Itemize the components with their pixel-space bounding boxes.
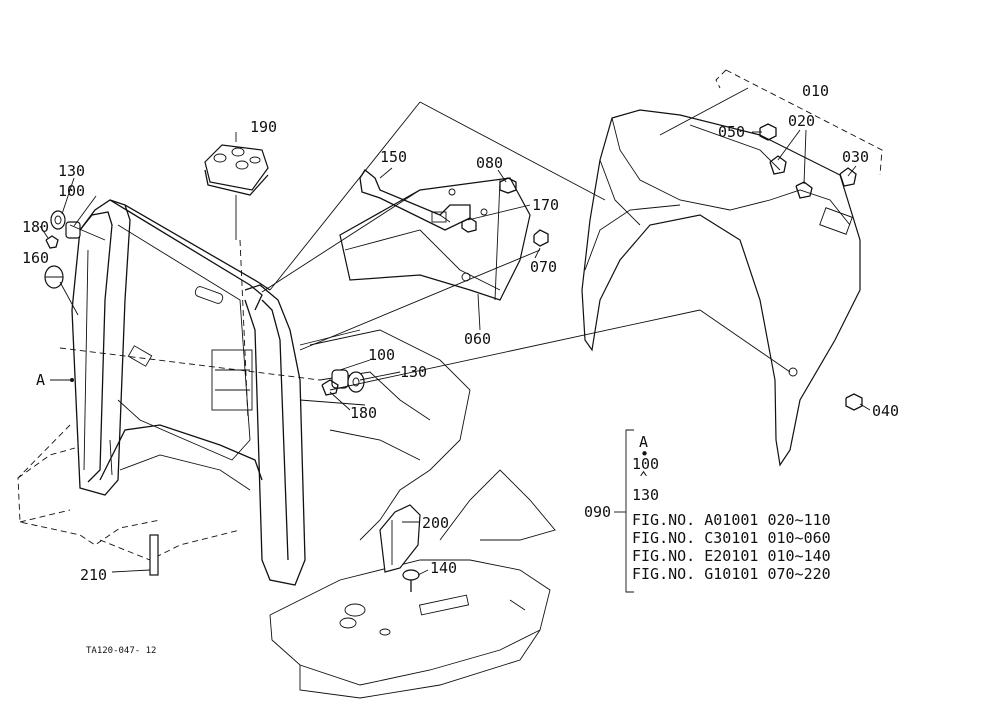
legend-a: A: [639, 433, 648, 451]
callout-210: 210: [80, 566, 107, 584]
legend-row-3: FIG.NO. E20101 010~140: [632, 547, 831, 565]
callout-190: 190: [250, 118, 277, 136]
part-140-bolt: [402, 569, 420, 592]
part-070-bolt: [533, 229, 549, 247]
legend-row-4: FIG.NO. G10101 070~220: [632, 565, 831, 583]
part-130-washer-left: [50, 210, 66, 230]
drawing-id: TA120-047- 12: [86, 646, 156, 656]
legend-row-1: FIG.NO. A01001 020~110: [632, 511, 831, 529]
callout-080: 080: [476, 154, 503, 172]
callout-140: 140: [430, 559, 457, 577]
legend-group-090: 090: [584, 503, 611, 521]
part-190-grommet-block: [204, 144, 269, 240]
part-050-bolt: [759, 123, 777, 141]
callout-100-left: 100: [58, 182, 85, 200]
part-100-bushing-right: [331, 369, 349, 389]
callout-labels: 010 020 030 040 050 060 070 080 100 100 …: [22, 82, 899, 584]
part-060-side-panel: [339, 177, 531, 301]
part-150-bracket: [359, 169, 471, 231]
callout-150: 150: [380, 148, 407, 166]
legend-dot: •: [640, 445, 649, 463]
part-210-plate: [149, 534, 159, 576]
leader-lines: [39, 101, 871, 576]
legend-130: 130: [632, 486, 659, 504]
callout-130-right: 130: [400, 363, 427, 381]
callout-010: 010: [802, 82, 829, 100]
callout-060: 060: [464, 330, 491, 348]
callout-180-left: 180: [22, 218, 49, 236]
callout-A: A: [36, 371, 45, 389]
part-180-nut-left: [45, 235, 59, 249]
callout-160: 160: [22, 249, 49, 267]
part-160-cap: [44, 265, 64, 289]
part-030-clip: [839, 167, 857, 187]
part-100-bushing-left: [65, 221, 81, 239]
callout-050: 050: [718, 123, 745, 141]
callout-170: 170: [532, 196, 559, 214]
base-frame: [17, 329, 556, 699]
part-130-washer-right: [347, 371, 365, 393]
part-170-bolt: [461, 217, 477, 233]
part-010-fender: [581, 109, 861, 467]
legend-chevron: ⌃: [639, 468, 648, 486]
legend-row-2: FIG.NO. C30101 010~060: [632, 529, 831, 547]
figure-reference-legend: A • 100 ⌃ 130 090 FIG.NO. A01001 020~110…: [584, 429, 831, 593]
callout-180-right: 180: [350, 404, 377, 422]
callout-200: 200: [422, 514, 449, 532]
part-020-nuts: [769, 155, 813, 199]
part-040-bolt: [845, 393, 863, 411]
callout-100-right: 100: [368, 346, 395, 364]
callout-020: 020: [788, 112, 815, 130]
cab-frame: [59, 199, 321, 586]
callout-070: 070: [530, 258, 557, 276]
part-080-bolt: [499, 177, 517, 194]
callout-130-left: 130: [58, 162, 85, 180]
callout-030: 030: [842, 148, 869, 166]
part-180-nut-right: [321, 379, 339, 396]
legend-100: 100: [632, 455, 659, 473]
callout-040: 040: [872, 402, 899, 420]
